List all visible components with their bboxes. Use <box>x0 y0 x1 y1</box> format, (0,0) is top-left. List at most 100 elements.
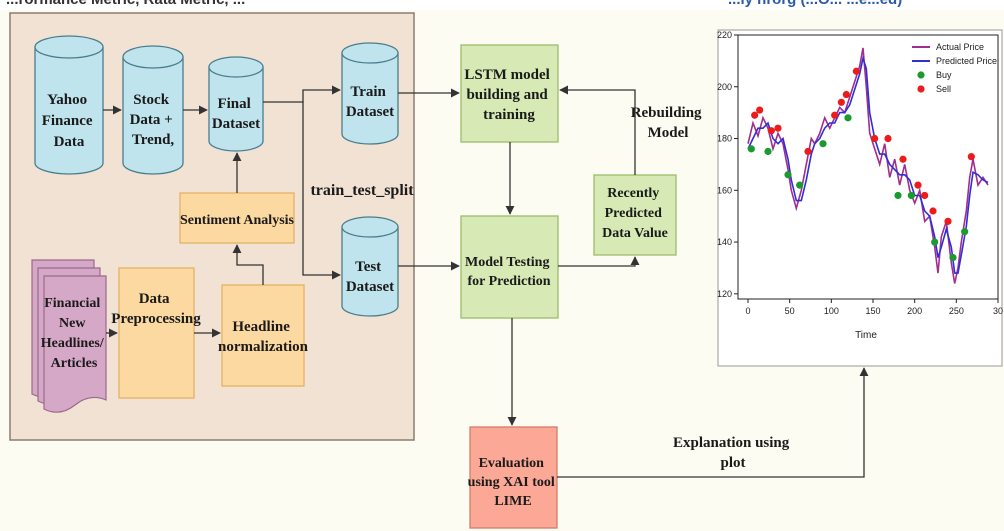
test-dataset-label: Test Dataset <box>346 259 394 295</box>
sell-marker <box>884 134 892 143</box>
yahoo-finance-cylinder: Yahoo Finance Data <box>34 35 104 175</box>
stock-line-2: Data + <box>130 112 173 128</box>
arrow-testing-to-recent <box>558 256 640 267</box>
yahoo-finance-label: Yahoo Finance Data <box>42 92 97 150</box>
arrow-final-to-train <box>263 85 341 103</box>
sell-marker <box>899 155 907 163</box>
yahoo-line-3: Data <box>54 134 85 150</box>
legend-label: Predicted Price <box>936 56 997 66</box>
recent-line-2: Predicted <box>605 206 662 221</box>
sell-marker <box>842 90 850 99</box>
buy-marker <box>961 228 969 236</box>
explanation-label: Explanation using plot <box>673 435 793 471</box>
stock-line-3: Trend, <box>132 132 175 148</box>
train-line-1: Train <box>350 84 386 100</box>
evaluation-line-3: LIME <box>494 494 531 509</box>
news-articles-document-stack: Financial New Headlines/ Articles <box>31 259 108 413</box>
y-tick-label: 200 <box>717 82 732 92</box>
x-tick-label: 150 <box>865 306 880 316</box>
recent-line-1: Recently <box>607 186 659 201</box>
y-tick-label: 180 <box>717 134 732 144</box>
testing-line-2: for Prediction <box>467 274 550 289</box>
buy-marker <box>907 191 915 200</box>
lstm-line-2: building and <box>466 87 548 103</box>
legend-label: Actual Price <box>936 42 984 52</box>
buy-marker <box>844 114 852 122</box>
train-test-split-label: train_test_split <box>310 182 414 199</box>
lstm-model-box <box>460 44 559 143</box>
test-line-1: Test <box>355 259 381 275</box>
lstm-line-3: training <box>483 107 535 123</box>
x-tick-label: 50 <box>785 306 795 316</box>
sell-marker <box>914 181 922 189</box>
buy-marker <box>819 140 827 148</box>
buy-marker <box>894 191 902 200</box>
buy-marker <box>764 147 772 156</box>
sentiment-analysis-label: Sentiment Analysis <box>180 213 295 228</box>
evaluation-lime-label: Evaluation using XAI tool LIME <box>468 456 559 509</box>
yahoo-line-2: Finance <box>42 113 93 129</box>
model-testing-box <box>460 215 559 319</box>
test-line-2: Dataset <box>346 279 394 295</box>
connector-arrows <box>103 85 869 478</box>
x-tick-label: 100 <box>824 306 839 316</box>
explanation-line-1: Explanation using <box>673 435 790 451</box>
series-line-actual-price <box>747 47 989 284</box>
sell-marker <box>751 111 759 119</box>
model-testing-label: Model Testing for Prediction <box>465 255 553 289</box>
cropped-header-right: ...ly hrorg (...O... ...e...ed) <box>728 0 902 8</box>
stock-line-1: Stock <box>133 92 169 108</box>
legend-swatch-marker <box>917 71 925 79</box>
train-line-2: Dataset <box>346 104 394 120</box>
recently-predicted-box <box>593 174 677 256</box>
sell-marker <box>921 191 929 200</box>
arrow-headline-to-sentiment <box>232 244 264 285</box>
evaluation-lime-box <box>469 426 558 529</box>
evaluation-line-1: Evaluation <box>479 456 545 471</box>
testing-line-1: Model Testing <box>465 255 549 270</box>
data-preprocessing-label: Data Preprocessing <box>111 291 201 327</box>
sentiment-analysis-box <box>179 192 295 244</box>
stock-data-cylinder: Stock Data + Trend, <box>122 45 184 175</box>
yahoo-line-1: Yahoo <box>47 92 87 108</box>
sell-marker <box>871 134 879 143</box>
legend-swatch-marker <box>917 85 925 93</box>
x-tick-label: 250 <box>949 306 964 316</box>
y-tick-label: 140 <box>717 237 732 247</box>
buy-marker <box>784 171 792 179</box>
sell-marker <box>944 217 952 225</box>
data-preprocessing-box <box>118 267 195 399</box>
buy-marker <box>747 145 755 153</box>
rebuilding-model-label: Rebuilding Model <box>631 105 706 141</box>
news-line-1: Financial <box>44 296 100 311</box>
preprocessing-line-2: Preprocessing <box>111 311 201 327</box>
train-dataset-label: Train Dataset <box>346 84 394 120</box>
sell-marker <box>852 67 860 75</box>
chart-x-axis-label: Time <box>855 330 877 341</box>
buy-marker <box>931 238 939 246</box>
final-line-1: Final <box>217 96 250 112</box>
rebuild-line-1: Rebuilding <box>631 105 702 121</box>
arrow-recent-to-lstm <box>559 85 636 175</box>
x-tick-label: 0 <box>745 306 750 316</box>
headline-normalization-box <box>221 284 305 387</box>
sell-marker <box>831 111 839 119</box>
news-line-2: New <box>59 316 86 331</box>
sell-marker <box>804 147 812 156</box>
evaluation-line-2: using XAI tool <box>468 475 555 490</box>
final-line-2: Dataset <box>212 116 260 132</box>
headline-line-2: normalization <box>218 339 309 355</box>
final-dataset-label: Final Dataset <box>212 96 260 132</box>
explanation-line-2: plot <box>720 455 745 471</box>
news-articles-label: Financial New Headlines/ Articles <box>41 296 108 371</box>
final-dataset-cylinder: Final Dataset <box>208 56 264 152</box>
legend-label: Sell <box>936 84 951 94</box>
recent-line-3: Data Value <box>602 226 668 241</box>
sell-marker <box>837 98 845 106</box>
recently-predicted-label: Recently Predicted Data Value <box>602 186 668 241</box>
y-tick-label: 160 <box>717 185 732 195</box>
